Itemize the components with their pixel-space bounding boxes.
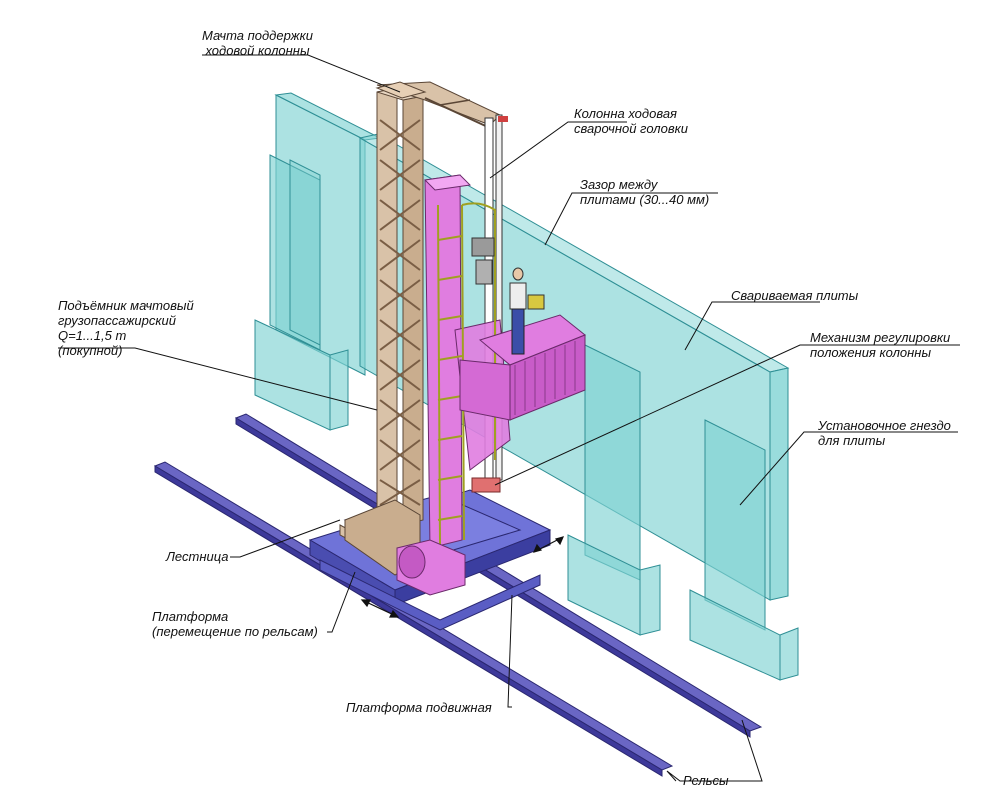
- movement-arrows: [360, 536, 565, 618]
- label-gap-line1: Зазор между: [580, 177, 658, 192]
- label-socket-line1: Установочное гнездо: [818, 418, 951, 433]
- column-adjustment-mechanism: [471, 477, 501, 493]
- label-hoist: Подъёмник мачтовый грузопассажирский Q=1…: [58, 298, 194, 358]
- label-hoist-line4: (покупной): [58, 343, 123, 358]
- label-socket-line2: для плиты: [818, 433, 886, 448]
- label-mechanism: Механизм регулировки положения колонны: [810, 330, 950, 360]
- label-ladder-line1: Лестница: [166, 549, 229, 564]
- label-mast-support-line2: ходовой колонны: [205, 43, 310, 58]
- label-column: Колонна ходовая сварочной головки: [574, 106, 688, 136]
- label-hoist-line1: Подъёмник мачтовый: [58, 298, 194, 313]
- label-gap-line2: плитами (30...40 мм): [580, 192, 710, 207]
- label-movable-platform: Платформа подвижная: [346, 700, 492, 715]
- label-hoist-line2: грузопассажирский: [58, 313, 176, 328]
- label-gap: Зазор между плитами (30...40 мм): [580, 177, 709, 207]
- mast: [344, 81, 501, 576]
- label-column-line2: сварочной головки: [574, 121, 688, 136]
- label-hoist-line3: Q=1...1,5 т: [58, 328, 127, 343]
- label-platform-line1: Платформа: [152, 609, 229, 624]
- work-platform: [459, 237, 586, 421]
- mast-hoist: [396, 174, 511, 596]
- label-ladder: Лестница: [166, 549, 229, 564]
- label-mast-support-line1: Мачта поддержки: [202, 28, 313, 43]
- label-movable-platform-line1: Платформа подвижная: [346, 700, 492, 715]
- label-mast-support: Мачта поддержки ходовой колонны: [202, 28, 313, 58]
- label-welded-plates: Свариваемая плиты: [731, 288, 858, 303]
- label-welded-plates-line1: Свариваемая плиты: [731, 288, 859, 303]
- label-socket: Установочное гнездо для плиты: [818, 418, 951, 448]
- label-platform: Платформа (перемещение по рельсам): [152, 609, 318, 639]
- label-mechanism-line1: Механизм регулировки: [810, 330, 951, 345]
- label-rails-line1: Рельсы: [683, 773, 729, 788]
- label-mechanism-line2: положения колонны: [810, 345, 932, 360]
- leader-lines: [58, 54, 960, 782]
- label-platform-line2: (перемещение по рельсам): [152, 624, 318, 639]
- label-rails: Рельсы: [683, 773, 729, 788]
- label-column-line1: Колонна ходовая: [574, 106, 677, 121]
